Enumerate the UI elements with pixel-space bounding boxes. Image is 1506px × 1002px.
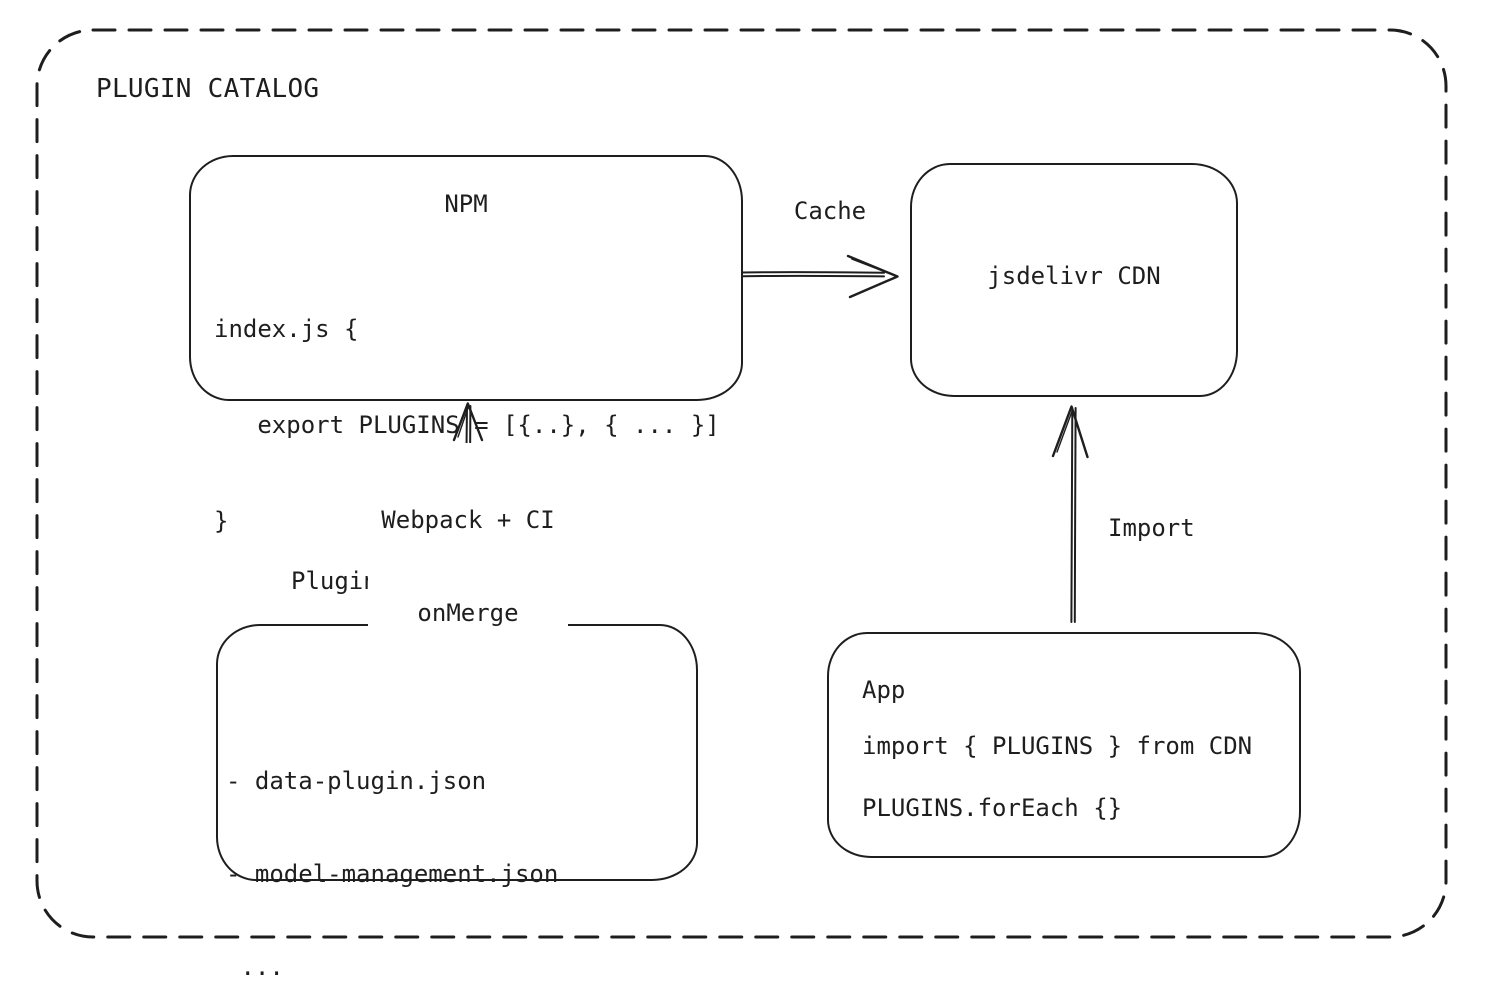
repo-item: - model-management.json: [226, 860, 559, 888]
npm-node-code: index.js { export PLUGINS = [{..}, { ...…: [214, 249, 720, 601]
merge-arrow-label: Webpack + CI onMerge: [368, 443, 568, 691]
npm-code-line: }: [214, 507, 229, 535]
npm-code-line: index.js {: [214, 315, 359, 343]
app-code-foreach-line: PLUGINS.forEach {}: [862, 794, 1123, 822]
cache-arrow: [741, 254, 899, 299]
diagram-title: PLUGIN CATALOG: [96, 74, 320, 104]
import-arrow: [1051, 405, 1089, 623]
npm-node-title: NPM: [444, 190, 488, 218]
import-arrow-label: Import: [1108, 514, 1195, 542]
app-code-import-line: import { PLUGINS } from CDN: [862, 732, 1253, 760]
cache-arrow-label: Cache: [793, 197, 867, 225]
merge-label-line: Webpack + CI: [381, 506, 555, 534]
merge-label-line: onMerge: [417, 599, 519, 627]
repo-item: ...: [226, 953, 284, 981]
app-node: [827, 632, 1301, 858]
repo-item: - data-plugin.json: [226, 767, 487, 795]
repo-node-items: - data-plugin.json - model-management.js…: [226, 704, 558, 1002]
npm-code-line: export PLUGINS = [{..}, { ... }]: [214, 411, 720, 439]
cdn-node: [910, 163, 1238, 397]
catalog-boundary: [35, 28, 1448, 939]
app-node-title: App: [862, 676, 906, 704]
cdn-node-title: jsdelivr CDN: [987, 262, 1161, 290]
npm-node: [189, 155, 743, 401]
